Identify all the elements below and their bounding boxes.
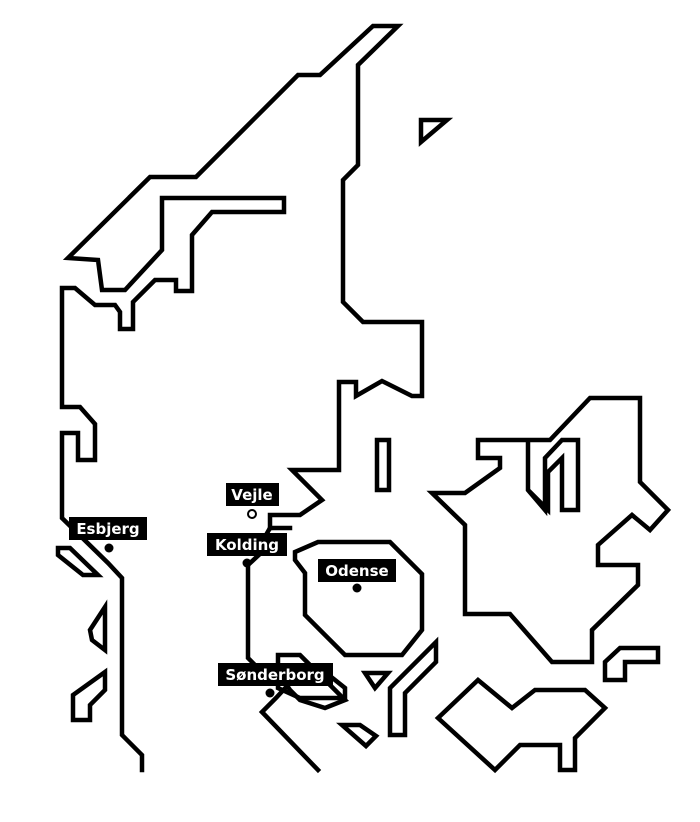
city-marker xyxy=(352,583,362,593)
city-kolding: Kolding xyxy=(207,533,287,568)
city-label: Vejle xyxy=(231,486,272,504)
small-island-south-coastline xyxy=(360,670,393,692)
aero-coastline xyxy=(336,722,380,750)
anholt-coastline xyxy=(418,117,454,147)
city-label-bg xyxy=(318,559,396,582)
city-label-bg xyxy=(207,533,287,556)
city-label: Kolding xyxy=(215,536,279,554)
city-esbjerg: Esbjerg xyxy=(69,517,147,553)
city-marker xyxy=(247,509,257,519)
romo-coastline xyxy=(87,599,108,655)
samso-coastline xyxy=(374,437,392,493)
city-sonderborg: Sønderborg xyxy=(218,663,333,698)
sylt-coastline xyxy=(70,667,108,723)
fano-coastline xyxy=(55,545,104,578)
funen-coastline xyxy=(292,539,425,658)
city-marker xyxy=(242,558,252,568)
city-vejle: Vejle xyxy=(226,483,279,519)
langeland-coastline xyxy=(387,636,439,738)
city-marker xyxy=(104,543,114,553)
city-label-bg xyxy=(218,663,333,686)
city-label: Esbjerg xyxy=(76,520,139,538)
city-label: Sønderborg xyxy=(225,666,324,684)
mon-coastline xyxy=(602,645,661,683)
jutland-coastline xyxy=(59,23,425,773)
zealand-coastline xyxy=(426,395,672,665)
city-label-bg xyxy=(69,517,147,540)
lolland-falster-coastline xyxy=(434,676,609,774)
city-label: Odense xyxy=(325,562,388,580)
city-marker xyxy=(265,688,275,698)
city-label-bg xyxy=(226,483,279,506)
city-odense: Odense xyxy=(318,559,396,593)
